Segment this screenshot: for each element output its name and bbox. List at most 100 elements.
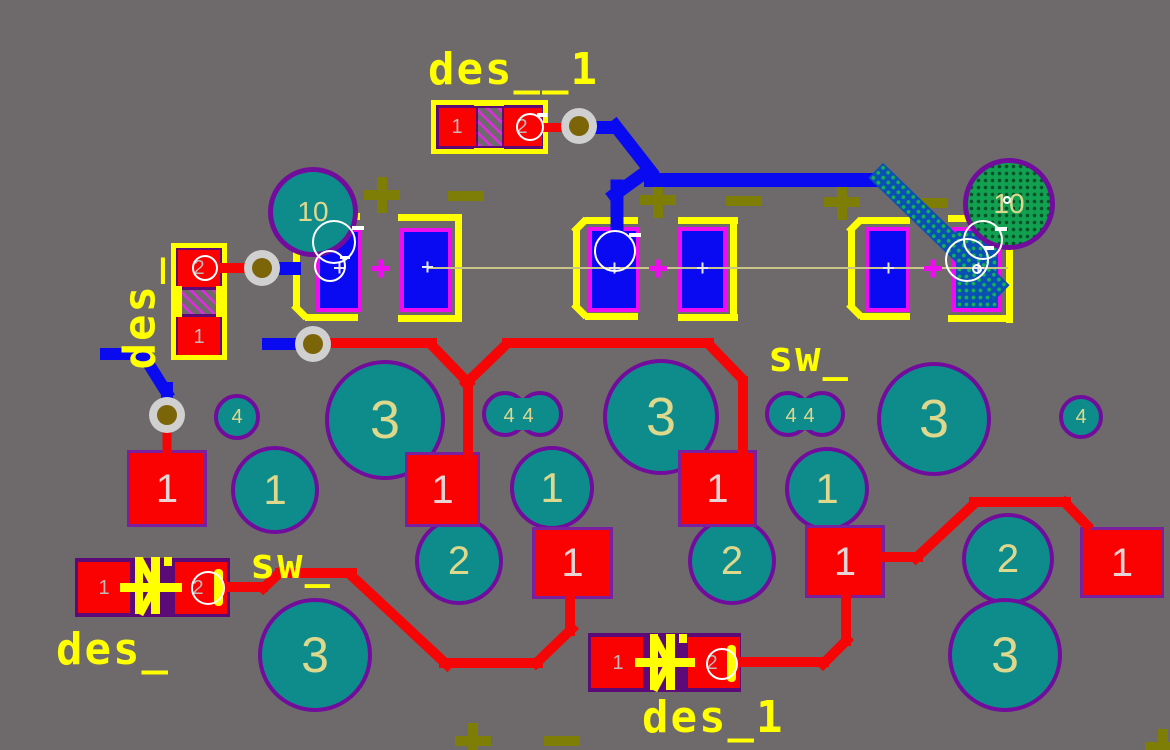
selection-ring [972, 264, 982, 274]
hole-pad-2[interactable]: 2 [688, 517, 776, 605]
pad-number: 3 [301, 627, 329, 683]
resistor-des_-hatch [177, 288, 221, 316]
cap1-silk [398, 214, 462, 221]
pad-center-marker[interactable] [887, 262, 889, 274]
via-hole [157, 405, 177, 425]
diode-des_1-pad-1[interactable] [591, 637, 643, 688]
polarity-minus-marker[interactable] [448, 191, 484, 201]
trace-blue[interactable] [644, 173, 886, 187]
selection-dash [537, 113, 547, 117]
resistor-des_-pad-1[interactable] [178, 317, 220, 355]
trace-red[interactable] [219, 263, 249, 273]
resistor-des__1-hatch [476, 106, 504, 148]
hole-pad-3[interactable]: 3 [877, 362, 991, 476]
polarity-plus-marker[interactable] [1158, 729, 1168, 750]
pad-number: 1 [706, 466, 729, 511]
digit-4: 4 [522, 405, 534, 427]
polarity-plus-marker[interactable] [1145, 742, 1170, 750]
trace-red[interactable] [502, 338, 714, 348]
pad-number: 3 [369, 390, 401, 450]
trace-red[interactable] [439, 658, 543, 668]
digit-4: 4 [503, 405, 515, 427]
pad-number: 3 [918, 389, 950, 449]
pad-number: 1 [612, 652, 624, 674]
ref-des__1[interactable]: des__1 [428, 44, 599, 95]
hole-pad-3[interactable]: 3 [258, 598, 372, 712]
hole-pad-4[interactable]: 4 [1059, 395, 1103, 439]
resistor-des__1-tick [474, 101, 504, 106]
pad-q1b-1[interactable] [532, 527, 613, 599]
ref-des_-lower[interactable]: des_ [56, 624, 170, 675]
polarity-minus-marker[interactable] [726, 196, 762, 206]
hole-pad-1[interactable]: 1 [510, 446, 594, 530]
hole-pad-3[interactable]: 3 [948, 598, 1062, 712]
via-hole [569, 116, 589, 136]
cap2-silk [678, 217, 738, 224]
pad-number: 1 [431, 467, 454, 512]
footprint-origin-marker[interactable] [930, 259, 936, 277]
resistor-des_-outline[interactable] [171, 243, 227, 360]
polarity-minus-marker[interactable] [544, 736, 580, 746]
selection-ring [314, 250, 346, 282]
cap3-silk [948, 315, 1010, 322]
cap1-pad-right[interactable] [400, 228, 452, 312]
trace-red[interactable] [739, 657, 829, 667]
hole-pad-1[interactable]: 1 [231, 446, 319, 534]
pad-number: 1 [155, 466, 179, 511]
ref-des_1[interactable]: des_1 [642, 692, 785, 743]
polarity-plus-marker[interactable] [653, 182, 663, 218]
polarity-minus-marker[interactable] [912, 198, 948, 208]
pad-q2b-1[interactable] [805, 525, 885, 598]
trace-red[interactable] [841, 594, 851, 646]
trace-red[interactable] [325, 338, 437, 348]
hole-pad-2[interactable]: 2 [415, 517, 503, 605]
trace-red[interactable] [542, 122, 564, 132]
pad-number: 1 [193, 326, 205, 348]
resistor-des_-tick [176, 286, 182, 317]
ref-sw_-lower[interactable]: sw_ [250, 539, 332, 588]
trace-red[interactable] [1057, 495, 1095, 533]
polarity-plus-marker[interactable] [468, 723, 478, 750]
selection-dash [629, 233, 641, 237]
trace-red[interactable] [879, 552, 923, 562]
hole-pad-4[interactable]: 4 [214, 394, 260, 440]
polarity-plus-marker[interactable] [377, 177, 387, 213]
pad-number: 1 [815, 465, 839, 512]
ref-sw_-upper[interactable]: sw_ [768, 332, 850, 381]
digit-4: 4 [803, 405, 815, 427]
trace-red[interactable] [969, 497, 1071, 507]
footprint-origin-marker[interactable] [655, 259, 661, 277]
pad-number: 10 [993, 188, 1025, 219]
trace-red[interactable] [463, 380, 473, 460]
pad-center-marker[interactable] [426, 261, 428, 273]
pad-number: 1 [561, 541, 584, 585]
resistor-des__1-pad-1[interactable] [439, 108, 476, 146]
pad-number: 10 [297, 196, 329, 227]
pad-right-1[interactable] [1080, 527, 1164, 598]
polarity-plus-marker[interactable] [837, 184, 847, 220]
ref-des_-vertical[interactable]: des_ [114, 255, 166, 370]
trace-blue[interactable] [100, 348, 148, 360]
selection-dash [995, 227, 1007, 231]
pad-number: 2 [996, 537, 1020, 581]
cap3-silk [860, 313, 910, 320]
trace-red[interactable] [565, 594, 575, 636]
hole-pad-1[interactable]: 1 [785, 447, 869, 531]
trace-red[interactable] [275, 568, 357, 578]
pad-number: 1 [263, 466, 287, 513]
pad-center-marker[interactable] [701, 262, 703, 274]
diode-des_1-symbol-triangle-edge [650, 634, 658, 690]
diode-des_-symbol-notch [164, 557, 172, 566]
selection-ring [192, 255, 218, 281]
trace-blue[interactable] [610, 179, 624, 231]
resistor-des__1-tick [474, 148, 504, 153]
trace-blue[interactable] [262, 338, 300, 350]
selection-ring [706, 648, 738, 680]
trace-red[interactable] [738, 376, 748, 458]
trace-red[interactable] [224, 582, 268, 592]
hole-pad-2[interactable]: 2 [962, 513, 1054, 605]
pad-q1-1[interactable] [405, 452, 480, 527]
footprint-origin-marker[interactable] [378, 259, 384, 277]
pad-q2-1[interactable] [678, 450, 757, 527]
